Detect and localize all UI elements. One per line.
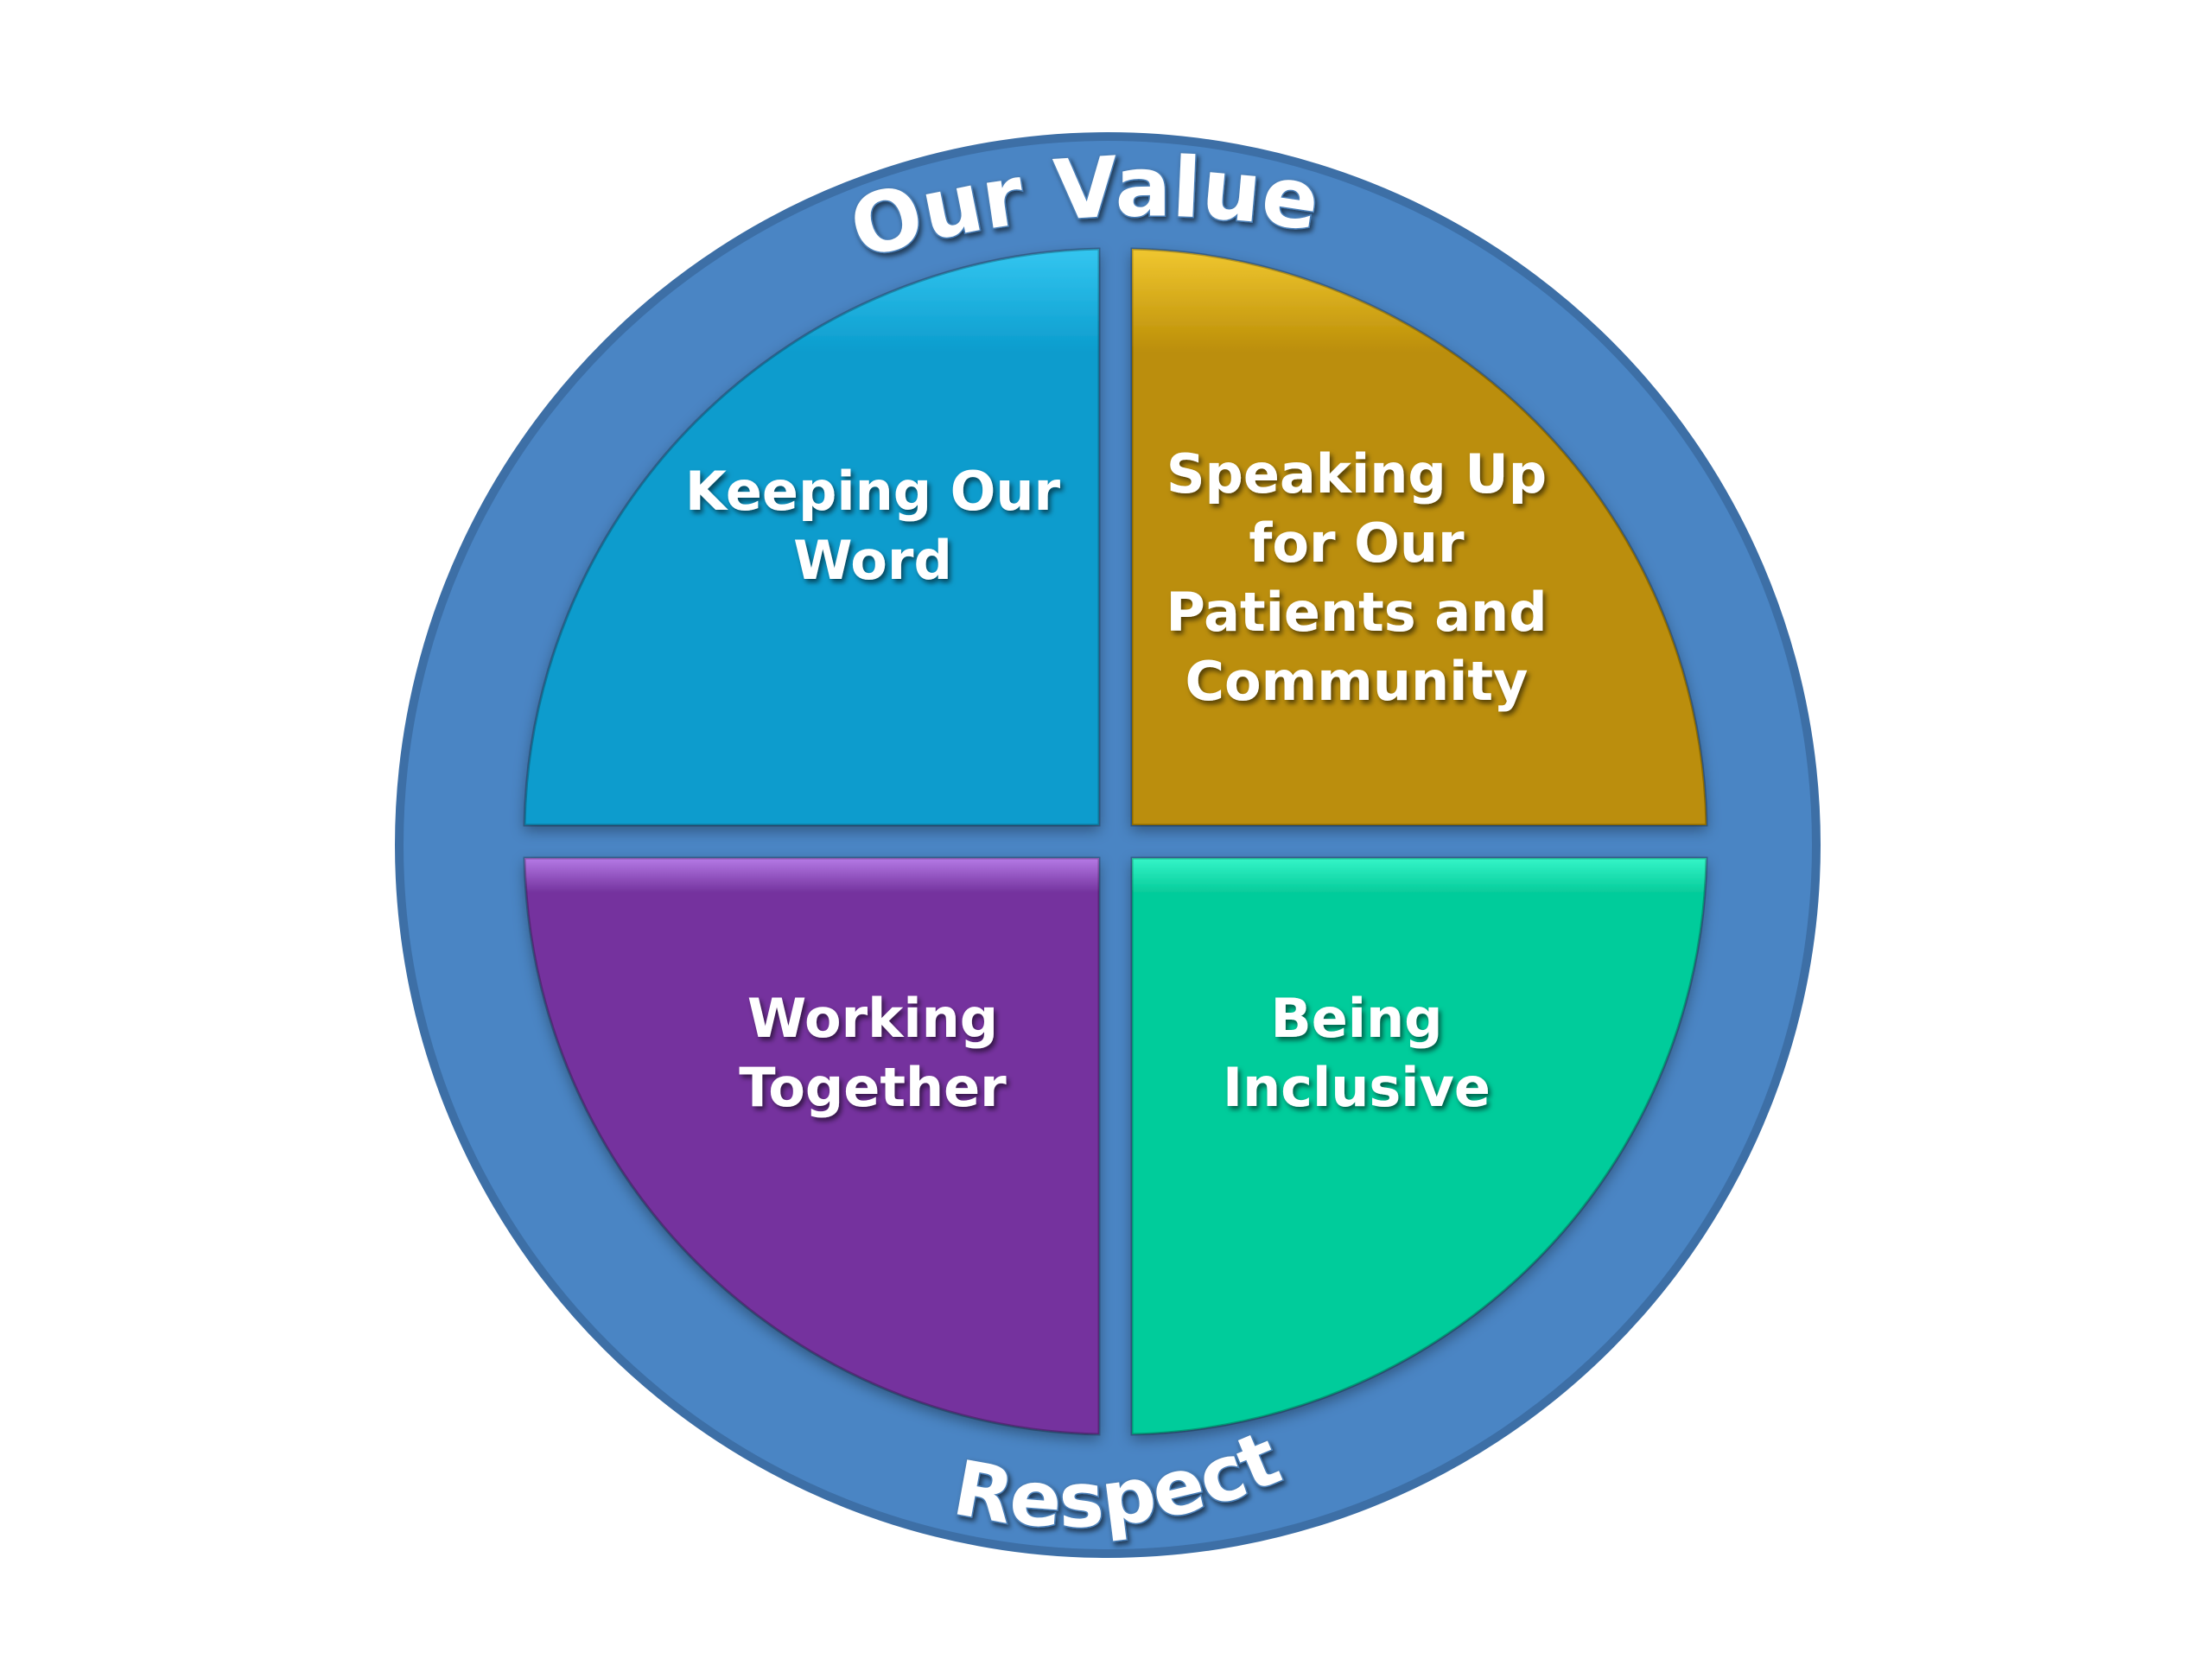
- quadrant-panel-being-inclusive: [1130, 856, 1708, 1436]
- quadrant-label-line: Word: [793, 529, 952, 592]
- quadrant-label-line: Patients and: [1166, 581, 1547, 644]
- quadrant-label-line: Inclusive: [1223, 1056, 1491, 1119]
- outer-ring: [395, 132, 1821, 1558]
- quadrant-panel-working-together: [523, 856, 1101, 1436]
- quadrant-label-line: Working: [747, 987, 998, 1050]
- quadrant-panel-keeping-our-word: [523, 247, 1101, 827]
- quadrant-label-line: Community: [1185, 650, 1529, 713]
- quadrant-label-line: Keeping Our: [685, 460, 1061, 523]
- quadrant-label-line: Being: [1270, 987, 1442, 1050]
- quadrant-label-line: for Our: [1249, 512, 1465, 575]
- quadrant-label-line: Together: [739, 1056, 1007, 1119]
- quadrant-panel-speaking-up: [1130, 247, 1708, 827]
- quadrant-label-line: Speaking Up: [1166, 442, 1547, 505]
